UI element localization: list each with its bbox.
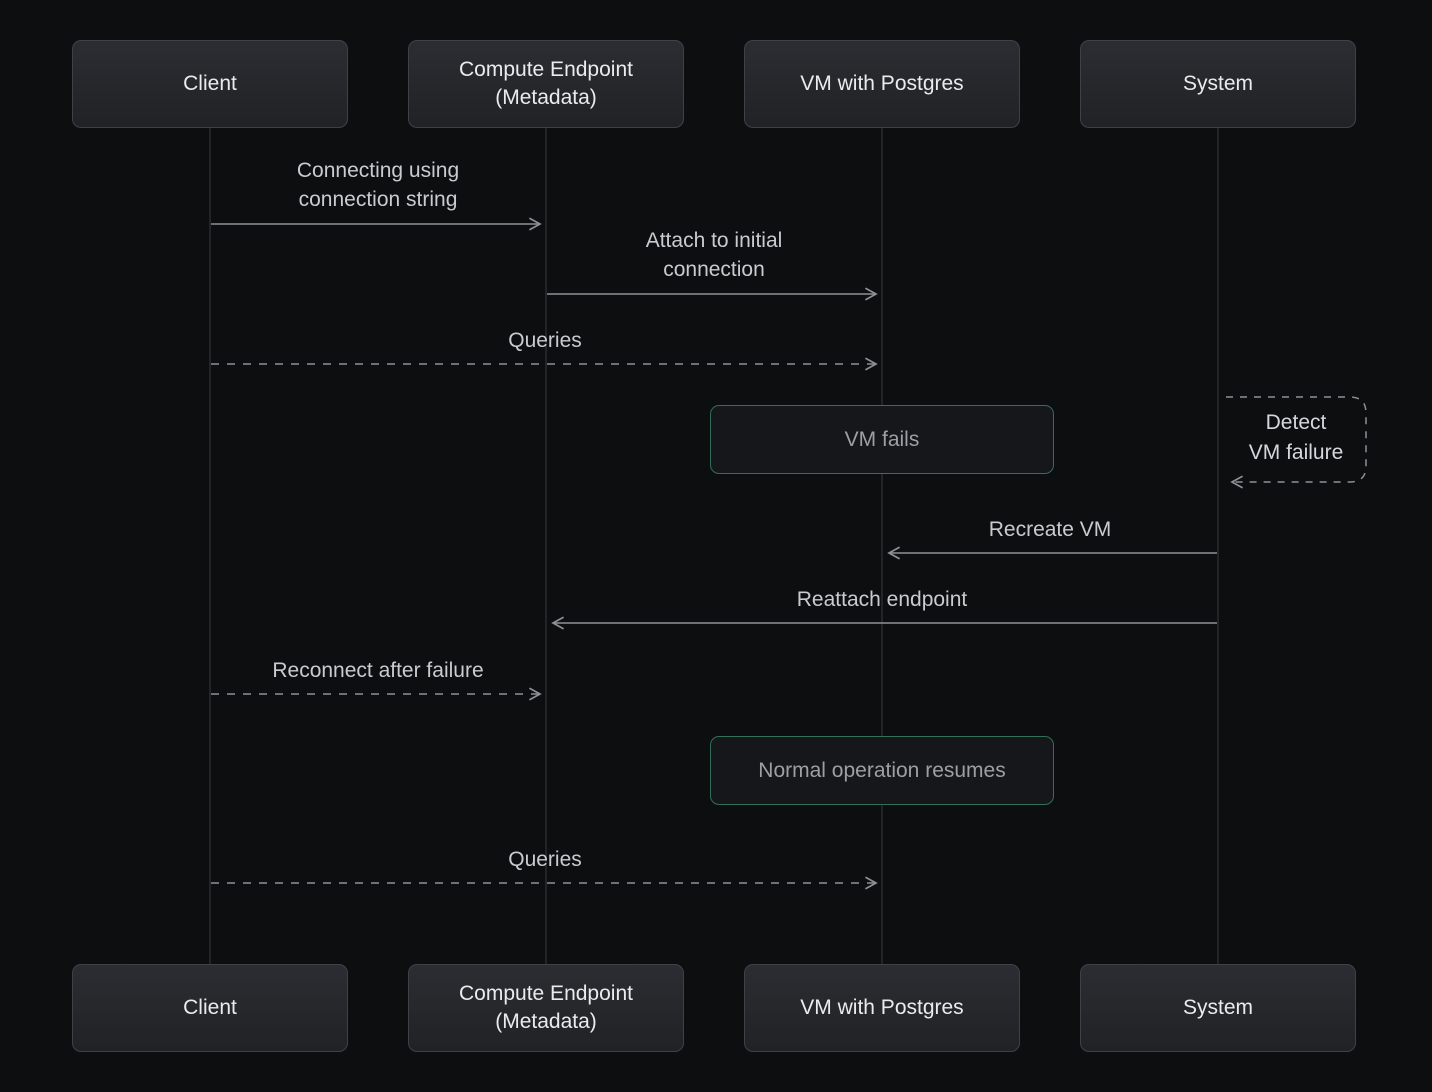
message-label-recreate-vm: Recreate VM bbox=[988, 518, 1112, 541]
message-label-reconnect-after-failure: Reconnect after failure bbox=[272, 659, 484, 682]
note-normal-operation-resumes: Normal operation resumes bbox=[710, 736, 1054, 805]
actor-bottom-system: System bbox=[1080, 964, 1356, 1052]
message-label-queries-1: Queries bbox=[508, 329, 582, 352]
message-label-connecting-using-connection-string: Connecting using connection string bbox=[296, 159, 460, 211]
actor-top-system: System bbox=[1080, 40, 1356, 128]
actor-bottom-compute-endpoint: Compute Endpoint (Metadata) bbox=[408, 964, 684, 1052]
actor-top-compute-endpoint: Compute Endpoint (Metadata) bbox=[408, 40, 684, 128]
actor-bottom-client: Client bbox=[72, 964, 348, 1052]
message-label-attach-to-initial-connection: Attach to initial connection bbox=[645, 229, 783, 281]
message-label-reattach-endpoint: Reattach endpoint bbox=[796, 588, 968, 611]
message-label-queries-2: Queries bbox=[508, 848, 582, 871]
arrow-detect-vm-failure-self-loop bbox=[1226, 396, 1367, 489]
self-message-label-detect-vm-failure: Detect VM failure bbox=[1248, 411, 1344, 464]
note-vm-fails: VM fails bbox=[710, 405, 1054, 474]
actor-top-vm-with-postgres: VM with Postgres bbox=[744, 40, 1020, 128]
actor-bottom-vm-with-postgres: VM with Postgres bbox=[744, 964, 1020, 1052]
actor-top-client: Client bbox=[72, 40, 348, 128]
